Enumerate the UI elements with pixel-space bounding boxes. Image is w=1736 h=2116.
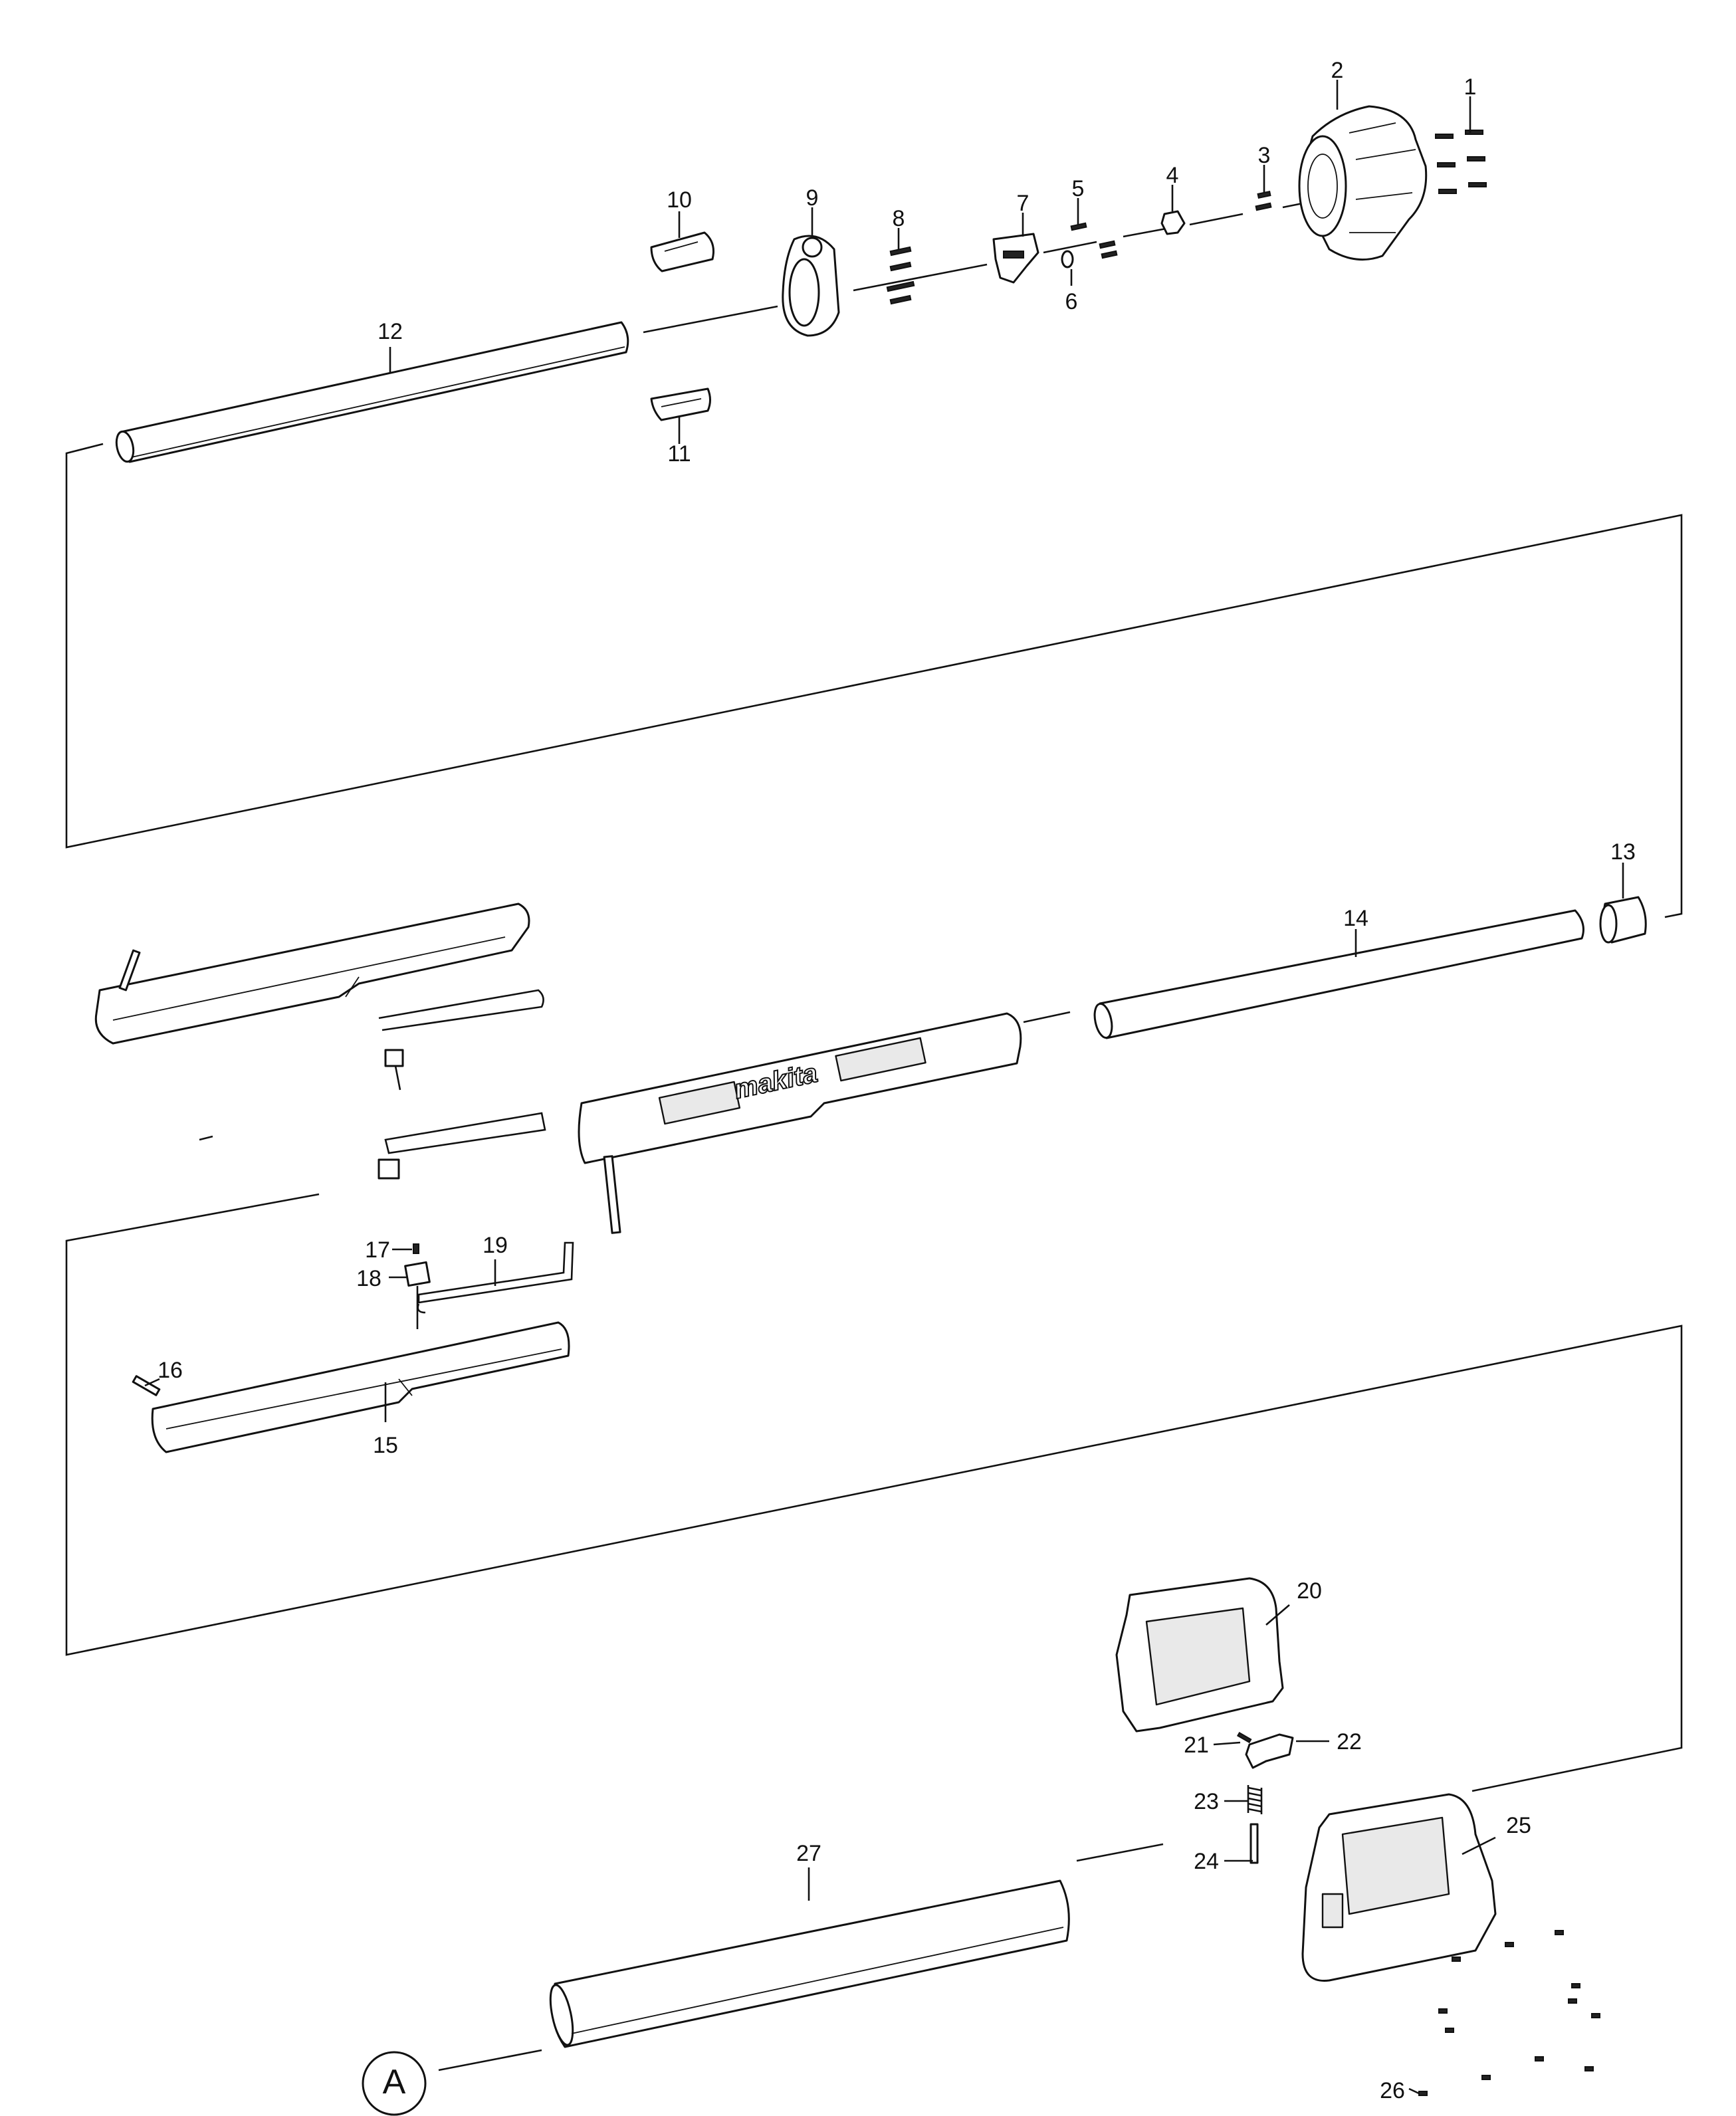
part-8-bolts [886,246,915,305]
part-2-end-cap-housing [1298,105,1428,261]
callout-17: 17 [365,1237,390,1263]
callout-2: 2 [1331,58,1344,83]
part-22-trigger [1245,1733,1294,1769]
axis-line [438,2049,542,2071]
callout-19: 19 [483,1233,508,1258]
axis-line [1043,241,1097,254]
callout-6: 6 [1065,289,1078,314]
callout-10: 10 [667,187,692,213]
axis-line [1123,227,1170,238]
callout-9: 9 [806,185,819,211]
callout-12: 12 [378,319,403,344]
part-7-lock-lever [992,233,1039,284]
part-27-grip-tube [549,1879,1070,2048]
part-15-handle-half [151,1321,570,1453]
part-20-handle-frame [1115,1577,1284,1733]
callout-13: 13 [1610,839,1636,865]
axis-line [1189,213,1244,226]
part-23-spring [1247,1785,1263,1814]
callout-1: 1 [1464,74,1477,100]
callout-24: 24 [1194,1849,1219,1874]
axis-line [1023,1011,1071,1023]
axis-line [643,305,778,334]
callout-22: 22 [1337,1729,1362,1754]
part-14-lower-pipe [1093,909,1584,1039]
part-17-screw [413,1243,419,1254]
callout-21: 21 [1184,1733,1209,1758]
assembly-frame-lower [65,1193,1683,1792]
axis-line [853,263,988,292]
upper-handle-half [94,902,544,1091]
callout-20: 20 [1297,1578,1322,1604]
callout-18: 18 [356,1266,381,1291]
part-6-spring [1061,250,1074,268]
callout-26: 26 [1380,2078,1405,2103]
callout-11: 11 [667,441,691,467]
part-10-clamp-half [650,231,714,272]
callout-27: 27 [796,1841,821,1866]
part-24-shaft [1249,1823,1259,1864]
part-19-link-rod [417,1241,574,1314]
part-13-coupling [1599,896,1647,944]
part-18-switch-block [404,1261,431,1329]
callout-15: 15 [373,1433,398,1458]
leader-lines [144,80,1624,2095]
callout-8: 8 [893,206,905,231]
main-handle-housing: makita [378,1012,1022,1234]
part-25-rear-grip [1301,1793,1497,1982]
part-11-clamp-half [650,387,711,421]
callout-4: 4 [1166,163,1179,188]
callout-3: 3 [1258,143,1271,168]
callout-7: 7 [1017,191,1030,216]
reference-marker-label: A [383,2063,406,2101]
axis-line [199,1135,213,1141]
callout-23: 23 [1194,1789,1219,1814]
axis-line [1076,1843,1164,1862]
callout-25: 25 [1506,1813,1531,1838]
callout-labels: 1 2 3 4 5 6 7 8 9 10 11 12 13 14 15 16 1… [158,58,1636,2103]
assembly-frame-upper [65,443,1683,918]
callout-14: 14 [1343,906,1368,931]
part-3-bolt [1255,191,1272,211]
part-21-pin [1236,1732,1252,1744]
part-26-screws [1418,1930,1600,2096]
axis-line [1282,202,1303,209]
part-4-nut [1160,210,1186,235]
part-12-upper-pipe [115,321,629,463]
reference-marker-a: A [362,2051,427,2116]
callout-5: 5 [1072,176,1085,201]
part-1-screws [1435,130,1487,194]
part-9-clamp-ring [782,235,840,337]
callout-16: 16 [158,1358,183,1383]
part-5-pins [1070,222,1118,259]
